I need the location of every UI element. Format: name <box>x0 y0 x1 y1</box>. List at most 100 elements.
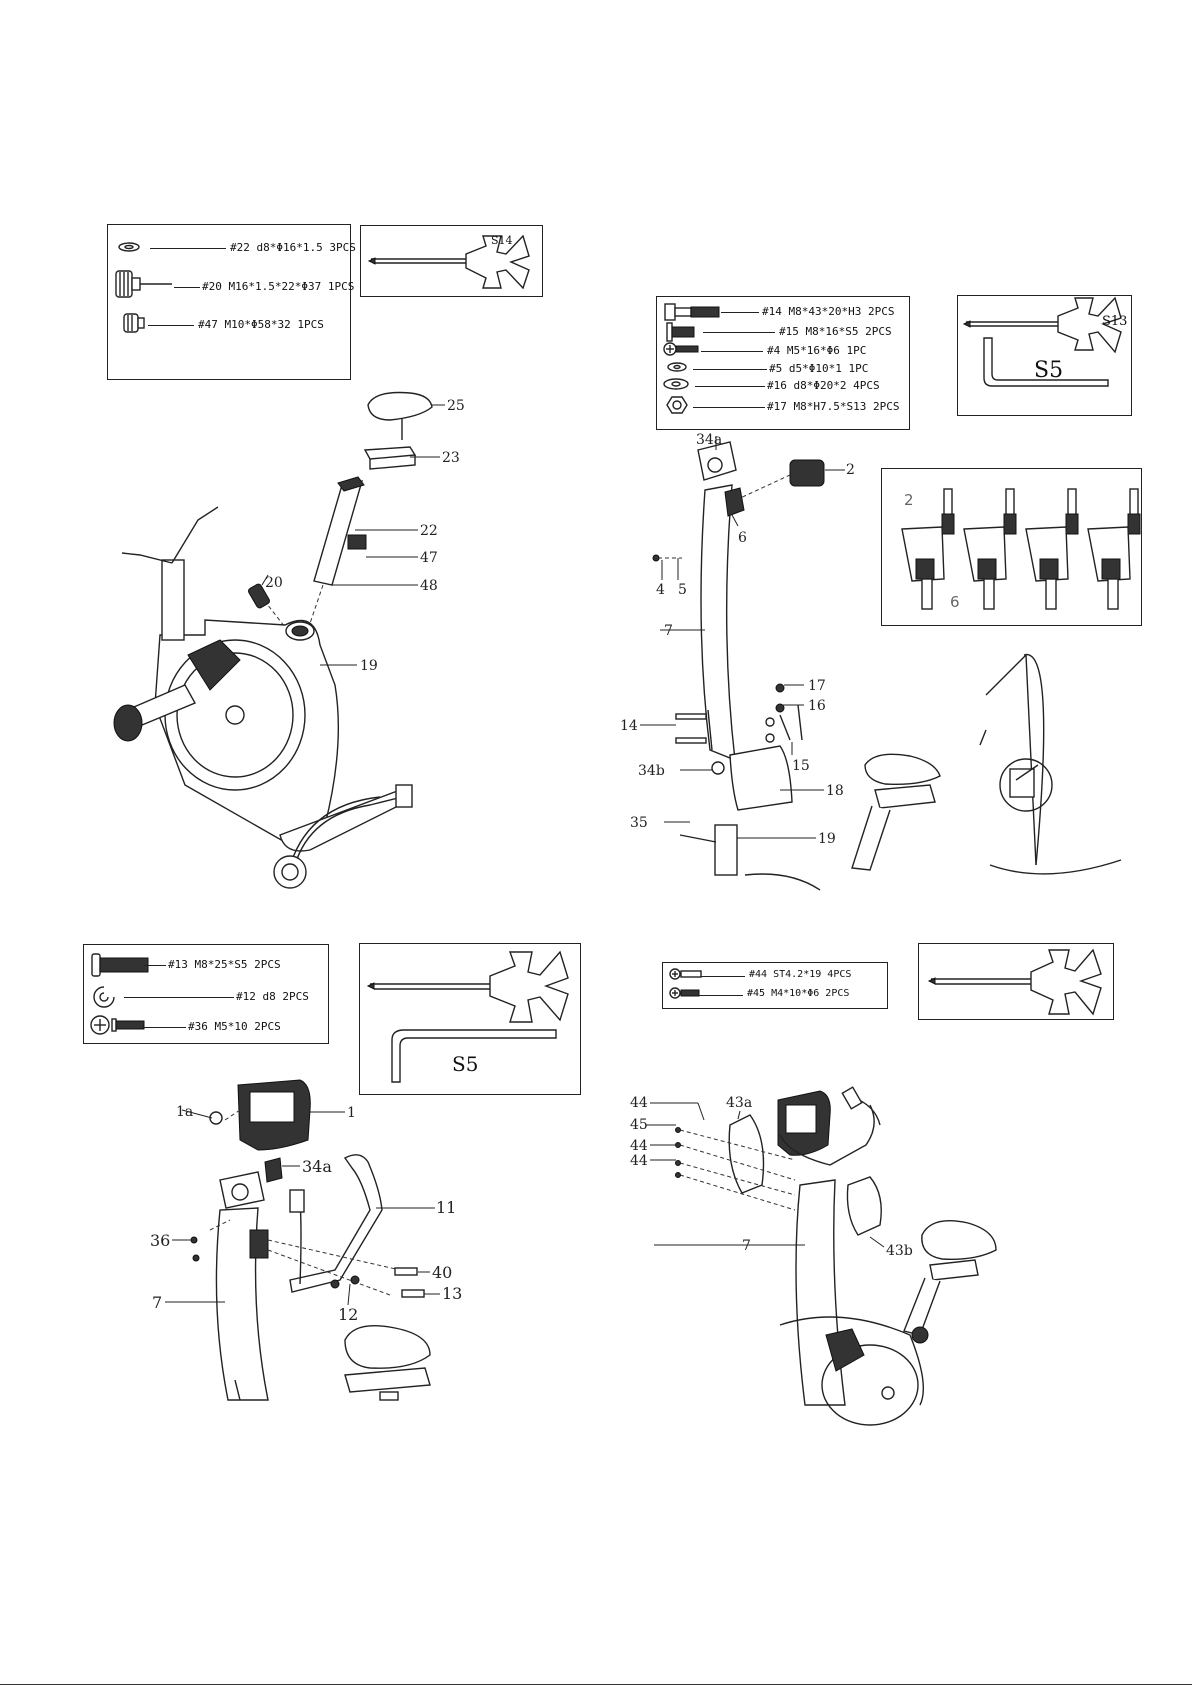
part-qty: 2PCS <box>825 988 850 999</box>
part-qty: 4PCS <box>827 969 852 980</box>
wrench-icon <box>927 948 1102 1016</box>
part-label: 25 <box>447 398 465 414</box>
bolt-icon <box>91 953 149 977</box>
part-label: 1 <box>347 1105 356 1121</box>
part-spec: M8*H7.5*S13 <box>793 400 867 413</box>
step1-assembly-diagram: 25 23 22 47 48 20 19 <box>113 391 465 889</box>
part-label: 1a <box>176 1104 193 1120</box>
part-label: 16 <box>808 698 826 714</box>
detail-label: 6 <box>950 593 960 611</box>
nut-icon <box>123 313 145 333</box>
hardware-row: #13 M8*25*S5 2PCS <box>84 953 328 977</box>
allen-size-label: S5 <box>1034 358 1064 383</box>
part-number: #45 <box>747 988 766 999</box>
hardware-row: #4 M5*16*Φ6 1PC <box>657 341 909 363</box>
part-qty: 1PCS <box>327 280 355 293</box>
part-qty: 4PCS <box>853 379 880 392</box>
hardware-row: #16 d8*Φ20*2 4PCS <box>657 376 909 398</box>
part-label: 20 <box>265 575 283 591</box>
part-label: 22 <box>420 523 438 539</box>
step2-hardware-box: #14 M8*43*20*H3 2PCS #15 M8*16*S5 2PCS #… <box>656 296 910 430</box>
hardware-row: #14 M8*43*20*H3 2PCS <box>657 302 909 324</box>
part-spec: M5*10 <box>214 1020 248 1033</box>
part-label: 7 <box>664 623 673 639</box>
allen-size-label: S5 <box>452 1052 479 1076</box>
bolt-icon <box>666 322 695 342</box>
wrench-size-label: S13 <box>1102 314 1128 329</box>
screw-icon <box>663 342 699 356</box>
washer-icon <box>663 378 689 390</box>
part-label: 19 <box>818 831 836 847</box>
hardware-row: #45 M4*10*Φ6 2PCS <box>663 985 887 1007</box>
allen-key-icon <box>983 337 1109 387</box>
part-qty: 1PC <box>846 344 867 357</box>
part-label: 36 <box>150 1231 170 1250</box>
part-number: #15 <box>779 325 799 338</box>
wrench-icon <box>962 296 1122 354</box>
hardware-row: #12 d8 2PCS <box>84 986 328 1009</box>
part-number: #47 <box>198 318 218 331</box>
part-label: 6 <box>738 530 747 546</box>
part-label: 17 <box>808 678 826 694</box>
part-label: 43a <box>726 1095 752 1111</box>
part-label: 15 <box>792 758 810 774</box>
step3-tool-box: S5 <box>359 943 581 1095</box>
part-qty: 3PCS <box>329 241 356 254</box>
part-label: 11 <box>436 1198 456 1217</box>
part-qty: 2PCS <box>282 990 309 1003</box>
part-number: #20 <box>202 280 222 293</box>
part-label: 44 <box>630 1138 648 1154</box>
part-number: #17 <box>767 400 787 413</box>
step2-detail-box: 2 6 <box>881 468 1142 626</box>
part-label: 2 <box>846 462 855 478</box>
part-label: 12 <box>338 1305 358 1324</box>
part-number: #4 <box>767 344 781 357</box>
hardware-row: #5 d5*Φ10*1 1PC <box>657 359 909 381</box>
part-number: #13 <box>168 958 188 971</box>
part-label: 7 <box>152 1293 162 1312</box>
part-label: 19 <box>360 658 378 674</box>
step2-assembly-diagram: 34a 2 6 4 5 7 17 16 14 15 34b 18 35 19 <box>620 432 941 891</box>
step2-zoom-detail <box>979 653 1122 875</box>
part-qty: 1PCS <box>297 318 324 331</box>
part-label: 34b <box>638 763 665 779</box>
part-qty: 2PCS <box>872 400 900 413</box>
part-number: #5 <box>769 362 783 375</box>
step4-hardware-box: #44 ST4.2*19 4PCS #45 M4*10*Φ6 2PCS <box>662 962 888 1009</box>
knob-icon <box>115 270 172 298</box>
wrench-icon <box>366 950 569 1023</box>
wrench-icon <box>367 234 530 290</box>
hardware-row: #15 M8*16*S5 2PCS <box>657 322 909 344</box>
part-label: 35 <box>630 815 648 831</box>
hardware-row: #36 M5*10 2PCS <box>84 1015 328 1039</box>
step3-hardware-box: #13 M8*25*S5 2PCS #12 d8 2PCS #36 M5*10 … <box>83 944 329 1044</box>
part-label: 44 <box>630 1095 648 1111</box>
part-label: 23 <box>442 450 460 466</box>
hardware-row: #17 M8*H7.5*S13 2PCS <box>657 396 909 419</box>
part-qty: 2PCS <box>865 325 892 338</box>
part-number: #22 <box>230 241 250 254</box>
part-qty: 2PCS <box>254 1020 281 1033</box>
part-label: 34a <box>302 1157 332 1176</box>
part-number: #12 <box>236 990 256 1003</box>
hardware-row: #47 M10*Φ58*32 1PCS <box>108 313 350 337</box>
part-spec: M16*1.5*22*Φ37 <box>228 280 322 293</box>
screw-icon <box>669 987 700 999</box>
step1-hardware-box: #22 d8*Φ16*1.5 3PCS #20 M16*1.5*22*Φ37 1… <box>107 224 356 380</box>
part-label: 43b <box>886 1243 913 1259</box>
part-spec: M4*10*Φ6 <box>771 988 820 999</box>
bolt-icon <box>664 303 720 321</box>
step3-assembly-diagram: 1a 1 34a 11 36 40 12 13 7 <box>150 1079 462 1401</box>
step4-assembly-diagram: 44 43a 45 44 44 7 43b <box>630 1086 997 1426</box>
detail-sequence-diagram: 2 6 <box>901 488 1141 611</box>
hardware-row: #22 d8*Φ16*1.5 3PCS <box>108 238 356 260</box>
part-label: 7 <box>742 1238 751 1254</box>
part-label: 48 <box>420 578 438 594</box>
part-spec: d5*Φ10*1 <box>788 362 842 375</box>
part-spec: M8*43*20*H3 <box>788 305 862 318</box>
part-qty: 2PCS <box>867 305 895 318</box>
part-number: #14 <box>762 305 782 318</box>
part-label: 45 <box>630 1117 648 1133</box>
washer-icon <box>118 242 140 252</box>
part-spec: M8*16*S5 <box>805 325 859 338</box>
